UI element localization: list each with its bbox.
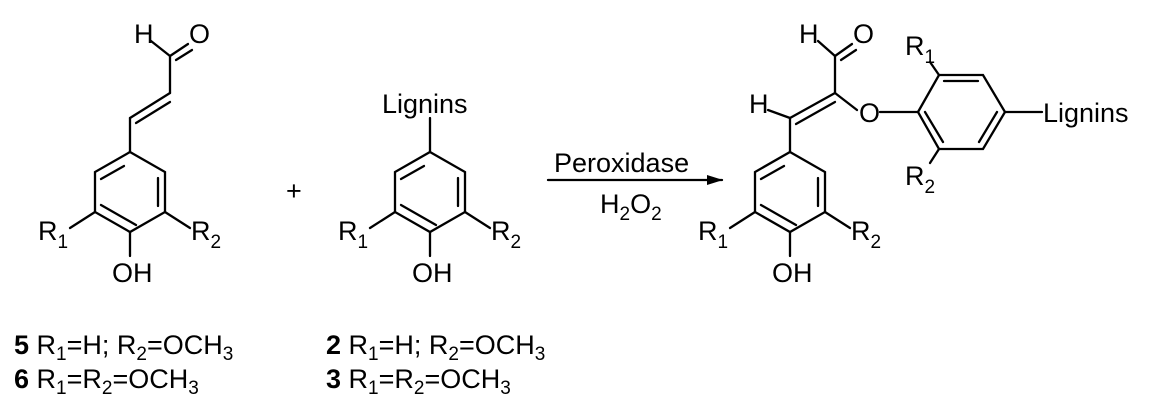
legend-entry-6: 6 R1=R2=OCH3: [14, 364, 199, 399]
product-upper-benzene-ring: [916, 73, 1007, 151]
product-r2-mid-label: R2: [905, 161, 935, 198]
left-r2-bond: [163, 210, 192, 230]
product-r1-top-label: R1: [905, 31, 935, 68]
middle-benzene-ring: [393, 150, 467, 234]
middle-r1-bond: [368, 210, 397, 230]
product-r1-bottom-label: R1: [698, 216, 728, 253]
product-r2-bottom-bond: [823, 210, 852, 230]
left-propenal-chain: [128, 39, 194, 154]
left-aldehyde-o: O: [189, 19, 210, 49]
middle-r2-label: R2: [491, 216, 521, 253]
product-r1-bottom-bond: [728, 210, 757, 230]
left-r2-label: R2: [191, 216, 221, 253]
product-ether-o: O: [859, 98, 880, 128]
arrow-reagent-peroxidase: Peroxidase: [554, 148, 689, 178]
product-aldehyde-h: H: [799, 19, 819, 49]
legend-entry-2: 2 R1=H; R2=OCH3: [326, 330, 546, 365]
product-r2-mid-bond: [928, 147, 941, 165]
product-oh-label: OH: [772, 258, 813, 288]
reaction-arrow: Peroxidase H2O2: [546, 148, 724, 225]
middle-oh-label: OH: [412, 258, 453, 288]
arrow-reagent-h2o2: H2O2: [600, 189, 662, 225]
legend-entry-3: 3 R1=R2=OCH3: [326, 364, 511, 399]
product-lower-benzene-ring: [753, 150, 827, 234]
product-r2-bottom-label: R2: [851, 216, 881, 253]
left-oh-label: OH: [112, 258, 153, 288]
product: H O H O Lignins R1 R2 R1 R2 OH: [698, 19, 1129, 288]
legend-column-2: 2 R1=H; R2=OCH3 3 R1=R2=OCH3: [326, 328, 546, 399]
left-r1-label: R1: [38, 216, 68, 253]
middle-reactant: Lignins R1 R2 OH: [338, 89, 521, 288]
product-propenal-chain: [766, 39, 859, 154]
left-reactant: H O R1 R2 OH: [38, 19, 221, 288]
legend-entry-5: 5 R1=H; R2=OCH3: [14, 330, 234, 365]
left-r1-bond: [68, 210, 97, 230]
middle-r1-label: R1: [338, 216, 368, 253]
product-vinyl-h: H: [749, 89, 769, 119]
plus-sign: +: [286, 176, 302, 206]
product-aldehyde-o: O: [853, 19, 874, 49]
left-benzene-ring: [93, 150, 167, 234]
middle-r2-bond: [463, 210, 492, 230]
legend-column-1: 5 R1=H; R2=OCH3 6 R1=R2=OCH3: [14, 328, 234, 399]
left-aldehyde-h: H: [134, 19, 154, 49]
product-lignins-label: Lignins: [1043, 98, 1129, 128]
product-r1-top-bond: [928, 60, 941, 77]
middle-lignins-label: Lignins: [382, 89, 468, 119]
